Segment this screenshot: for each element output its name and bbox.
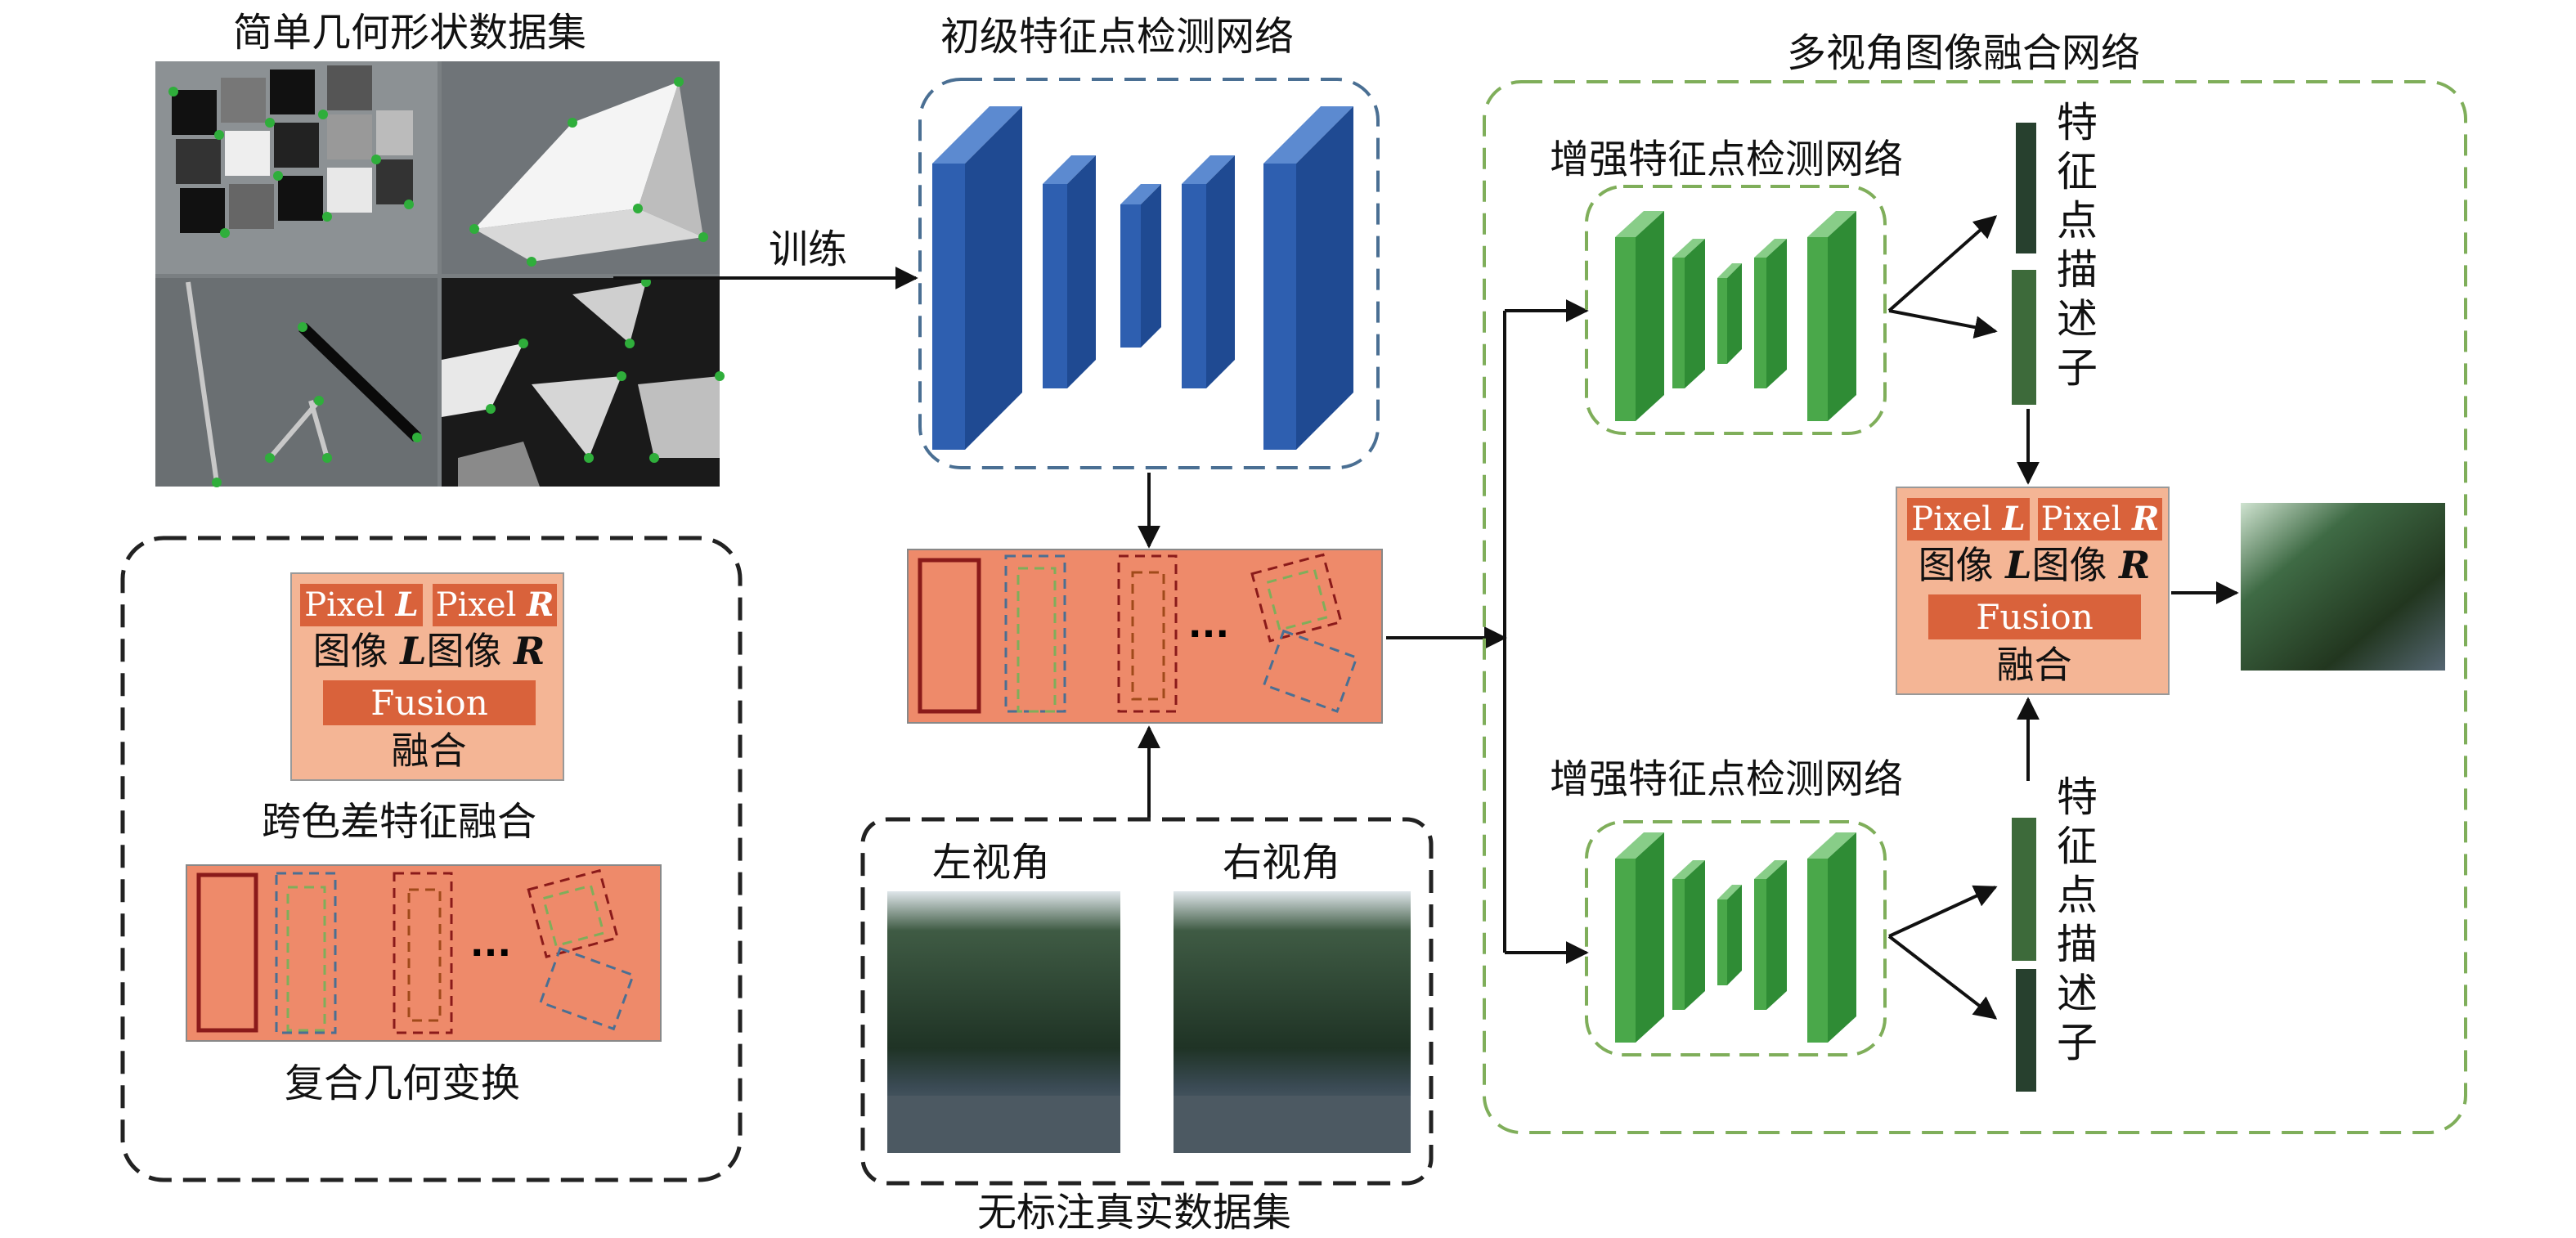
unlabeled-dataset-frame <box>860 817 1434 1186</box>
basic-network-title: 初级特征点检测网络 <box>940 14 1295 60</box>
pixel-r-tag: Pixel R <box>2038 498 2162 541</box>
descriptor-strip-top-a <box>2016 123 2036 253</box>
enhanced-network-bottom-title: 增强特征点检测网络 <box>1550 756 1904 802</box>
lines-tile <box>155 278 438 487</box>
simple-dataset-title: 简单几何形状数据集 <box>233 10 587 56</box>
basic-network-frame <box>918 78 1380 469</box>
enhanced-network-top-title: 增强特征点检测网络 <box>1550 137 1904 182</box>
train-label: 训练 <box>769 227 848 272</box>
multiview-fusion-box: Pixel L Pixel R 图像 L图像 R Fusion 融合 <box>1896 487 2170 695</box>
enhanced-network-bottom-frame <box>1585 820 1887 1056</box>
legend-image-lr-label: 图像 L图像 R <box>312 629 545 673</box>
central-transform-box: ··· <box>907 549 1383 724</box>
fusion-bar: Fusion <box>1928 594 2141 639</box>
keypoint-markers <box>168 77 725 487</box>
left-view-label: 左视角 <box>932 840 1051 886</box>
legend-pixel-l-tag: Pixel L <box>300 584 423 626</box>
descriptor-label-top: 特 征 点 描 述 子 <box>2057 99 2098 392</box>
descriptor-strip-bottom-b <box>2016 969 2036 1092</box>
legend-fusion-bar: Fusion <box>323 680 536 725</box>
legend-pixel-r-tag: Pixel R <box>433 584 557 626</box>
fused-output-image <box>2241 503 2445 671</box>
transform-ellipsis: ··· <box>1188 613 1229 655</box>
unlabeled-dataset-title: 无标注真实数据集 <box>977 1190 1292 1236</box>
merge-label: 融合 <box>1996 643 2072 687</box>
composite-geometric-transform-caption: 复合几何变换 <box>285 1061 521 1106</box>
descriptor-strip-bottom-a <box>2012 818 2036 961</box>
checkerboard-tile <box>155 61 438 274</box>
geometry-dataset-image <box>155 61 725 487</box>
legend-frame <box>120 536 743 1182</box>
green-network-top <box>1615 211 1856 421</box>
descriptor-strip-top-b <box>2012 270 2036 405</box>
legend-merge-label: 融合 <box>391 729 467 773</box>
green-network-bottom <box>1615 832 1856 1043</box>
legend-ellipsis: ··· <box>470 932 511 974</box>
legend-fusion-box: Pixel L Pixel R 图像 L图像 R Fusion 融合 <box>290 572 564 781</box>
image-lr-label: 图像 L图像 R <box>1918 543 2151 587</box>
blue-encoder-decoder <box>932 106 1353 450</box>
cube-tile <box>442 61 720 274</box>
legend-transform-box: ··· <box>186 864 662 1042</box>
multiview-network-title: 多视角图像融合网络 <box>1787 30 2141 76</box>
multiview-network-frame <box>1483 80 2467 1134</box>
pixel-l-tag: Pixel L <box>1907 498 2030 541</box>
descriptor-label-bottom: 特 征 点 描 述 子 <box>2057 774 2098 1066</box>
polygons-tile <box>442 278 720 487</box>
cross-color-fusion-caption: 跨色差特征融合 <box>262 799 537 845</box>
enhanced-network-top-frame <box>1585 185 1887 435</box>
right-view-label: 右视角 <box>1223 840 1341 886</box>
